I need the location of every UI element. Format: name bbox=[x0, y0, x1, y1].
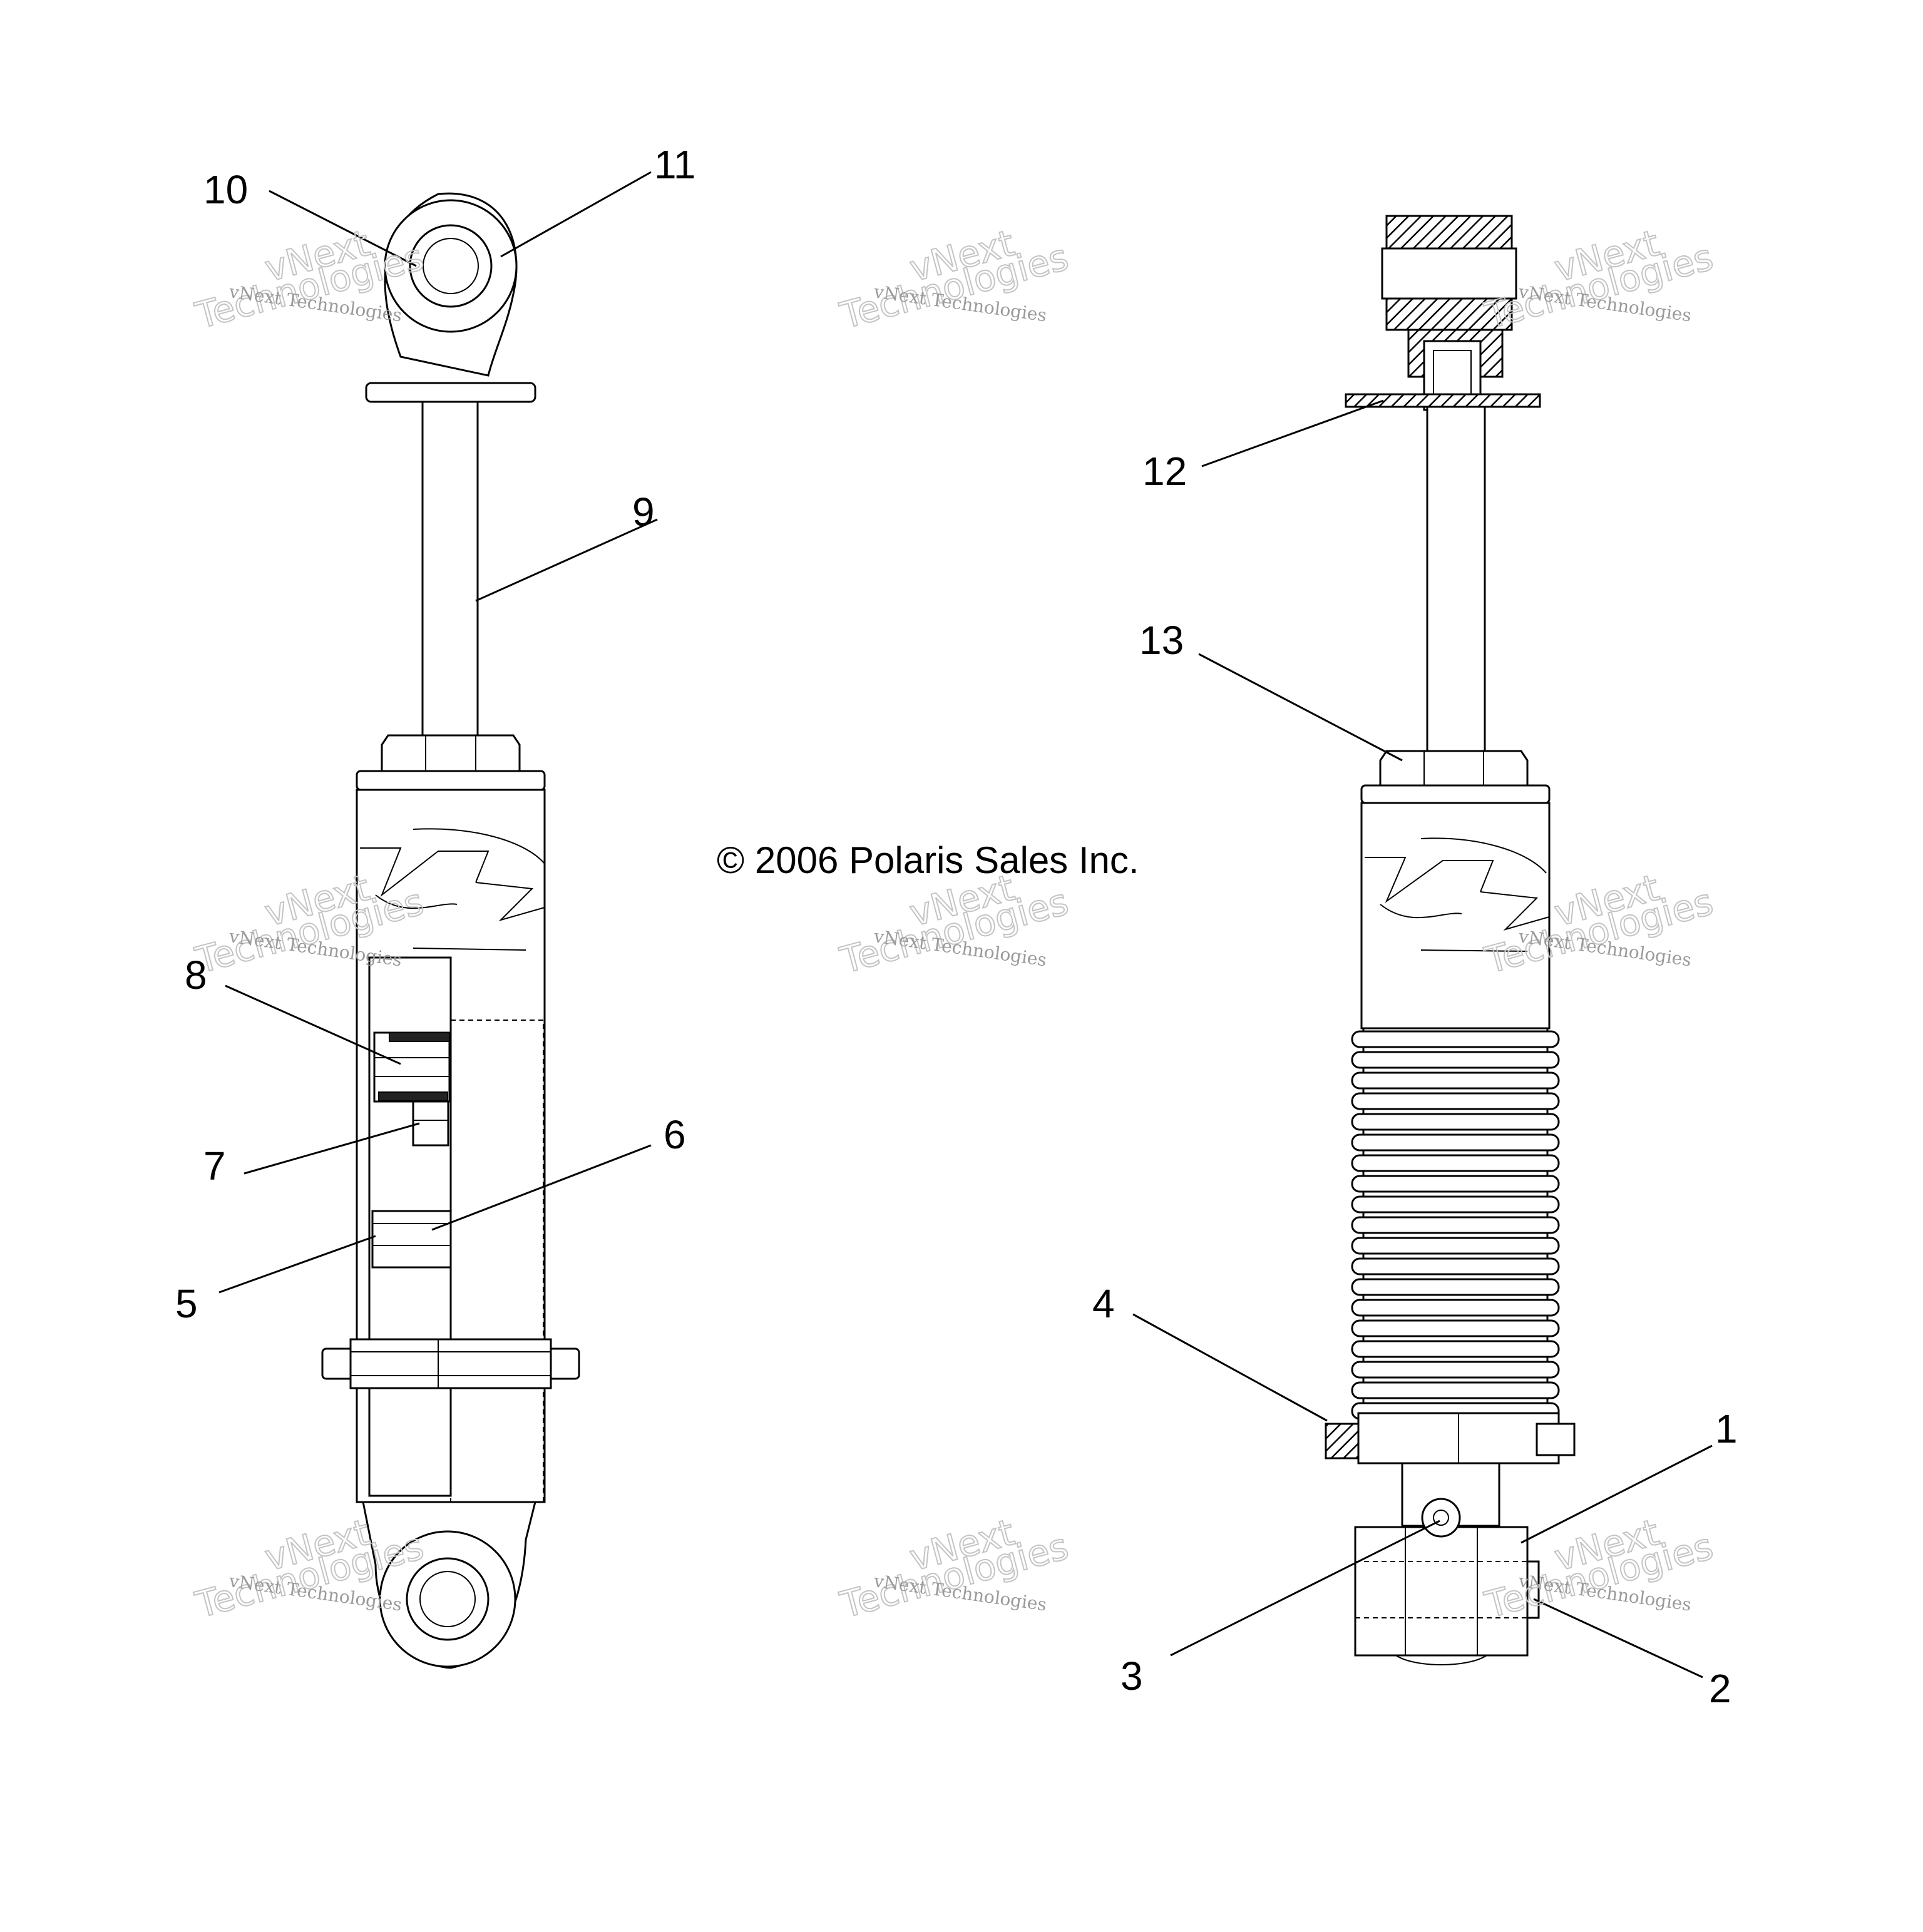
spring-coil bbox=[1351, 1361, 1560, 1379]
right-shaft-nut bbox=[1379, 750, 1529, 787]
right-top-bushing-lower bbox=[1385, 297, 1513, 331]
callout-6: 6 bbox=[664, 1112, 686, 1157]
callout-12: 12 bbox=[1142, 449, 1187, 494]
right-mount-washer bbox=[1345, 393, 1541, 408]
right-body-logo bbox=[1365, 837, 1550, 952]
right-clevis-bolt bbox=[1421, 1498, 1461, 1538]
callout-labels: 1 2 3 4 5 6 7 8 9 10 11 12 13 bbox=[175, 142, 1738, 1711]
spring-coil bbox=[1351, 1299, 1560, 1317]
callout-4: 4 bbox=[1092, 1281, 1115, 1326]
spring-coil bbox=[1351, 1154, 1560, 1172]
callout-3: 3 bbox=[1120, 1653, 1143, 1699]
right-coil-spring bbox=[1351, 1027, 1560, 1425]
right-bottom-clevis bbox=[1354, 1526, 1529, 1657]
left-shaft-nut bbox=[381, 734, 521, 772]
callout-5: 5 bbox=[175, 1281, 198, 1326]
spring-coil bbox=[1351, 1113, 1560, 1131]
callout-11: 11 bbox=[654, 142, 695, 187]
left-top-bushing bbox=[409, 224, 493, 308]
right-top-sleeve bbox=[1381, 247, 1517, 300]
right-top-bushing-upper bbox=[1385, 215, 1513, 250]
left-body-cap bbox=[356, 770, 546, 791]
callout-7: 7 bbox=[203, 1143, 226, 1188]
spring-coil bbox=[1351, 1051, 1560, 1069]
spring-coil bbox=[1351, 1195, 1560, 1214]
spring-coil bbox=[1351, 1237, 1560, 1255]
leader-lines bbox=[218, 171, 1713, 1679]
callout-13: 13 bbox=[1139, 618, 1184, 663]
spring-coil bbox=[1351, 1257, 1560, 1275]
spring-coil bbox=[1351, 1071, 1560, 1090]
copyright-notice: © 2006 Polaris Sales Inc. bbox=[717, 839, 1139, 881]
spring-coil bbox=[1351, 1216, 1560, 1234]
left-piston bbox=[373, 1031, 451, 1103]
callout-9: 9 bbox=[632, 489, 655, 534]
spring-coil bbox=[1351, 1175, 1560, 1193]
callout-2: 2 bbox=[1709, 1666, 1731, 1711]
spring-coil bbox=[1351, 1030, 1560, 1048]
spring-coil bbox=[1351, 1278, 1560, 1296]
spring-coil bbox=[1351, 1092, 1560, 1110]
callout-8: 8 bbox=[185, 953, 207, 998]
right-shock-shaft bbox=[1426, 406, 1486, 759]
left-bottom-bushing bbox=[406, 1557, 490, 1641]
left-floating-piston bbox=[371, 1210, 452, 1269]
left-top-mount-plate bbox=[365, 382, 536, 403]
callout-1: 1 bbox=[1715, 1406, 1738, 1451]
right-shock-body bbox=[1360, 802, 1551, 1030]
left-shock-shaft bbox=[421, 401, 479, 746]
spring-coil bbox=[1351, 1133, 1560, 1152]
spring-coil bbox=[1351, 1319, 1560, 1337]
right-body-cap bbox=[1360, 784, 1551, 804]
spring-coil bbox=[1351, 1381, 1560, 1399]
left-shock-assembly bbox=[321, 192, 580, 1669]
spring-coil bbox=[1351, 1340, 1560, 1358]
left-body-logo bbox=[360, 828, 545, 951]
right-shock-assembly bbox=[1325, 215, 1576, 1665]
right-spring-adjuster bbox=[1325, 1423, 1360, 1459]
callout-10: 10 bbox=[203, 167, 248, 212]
